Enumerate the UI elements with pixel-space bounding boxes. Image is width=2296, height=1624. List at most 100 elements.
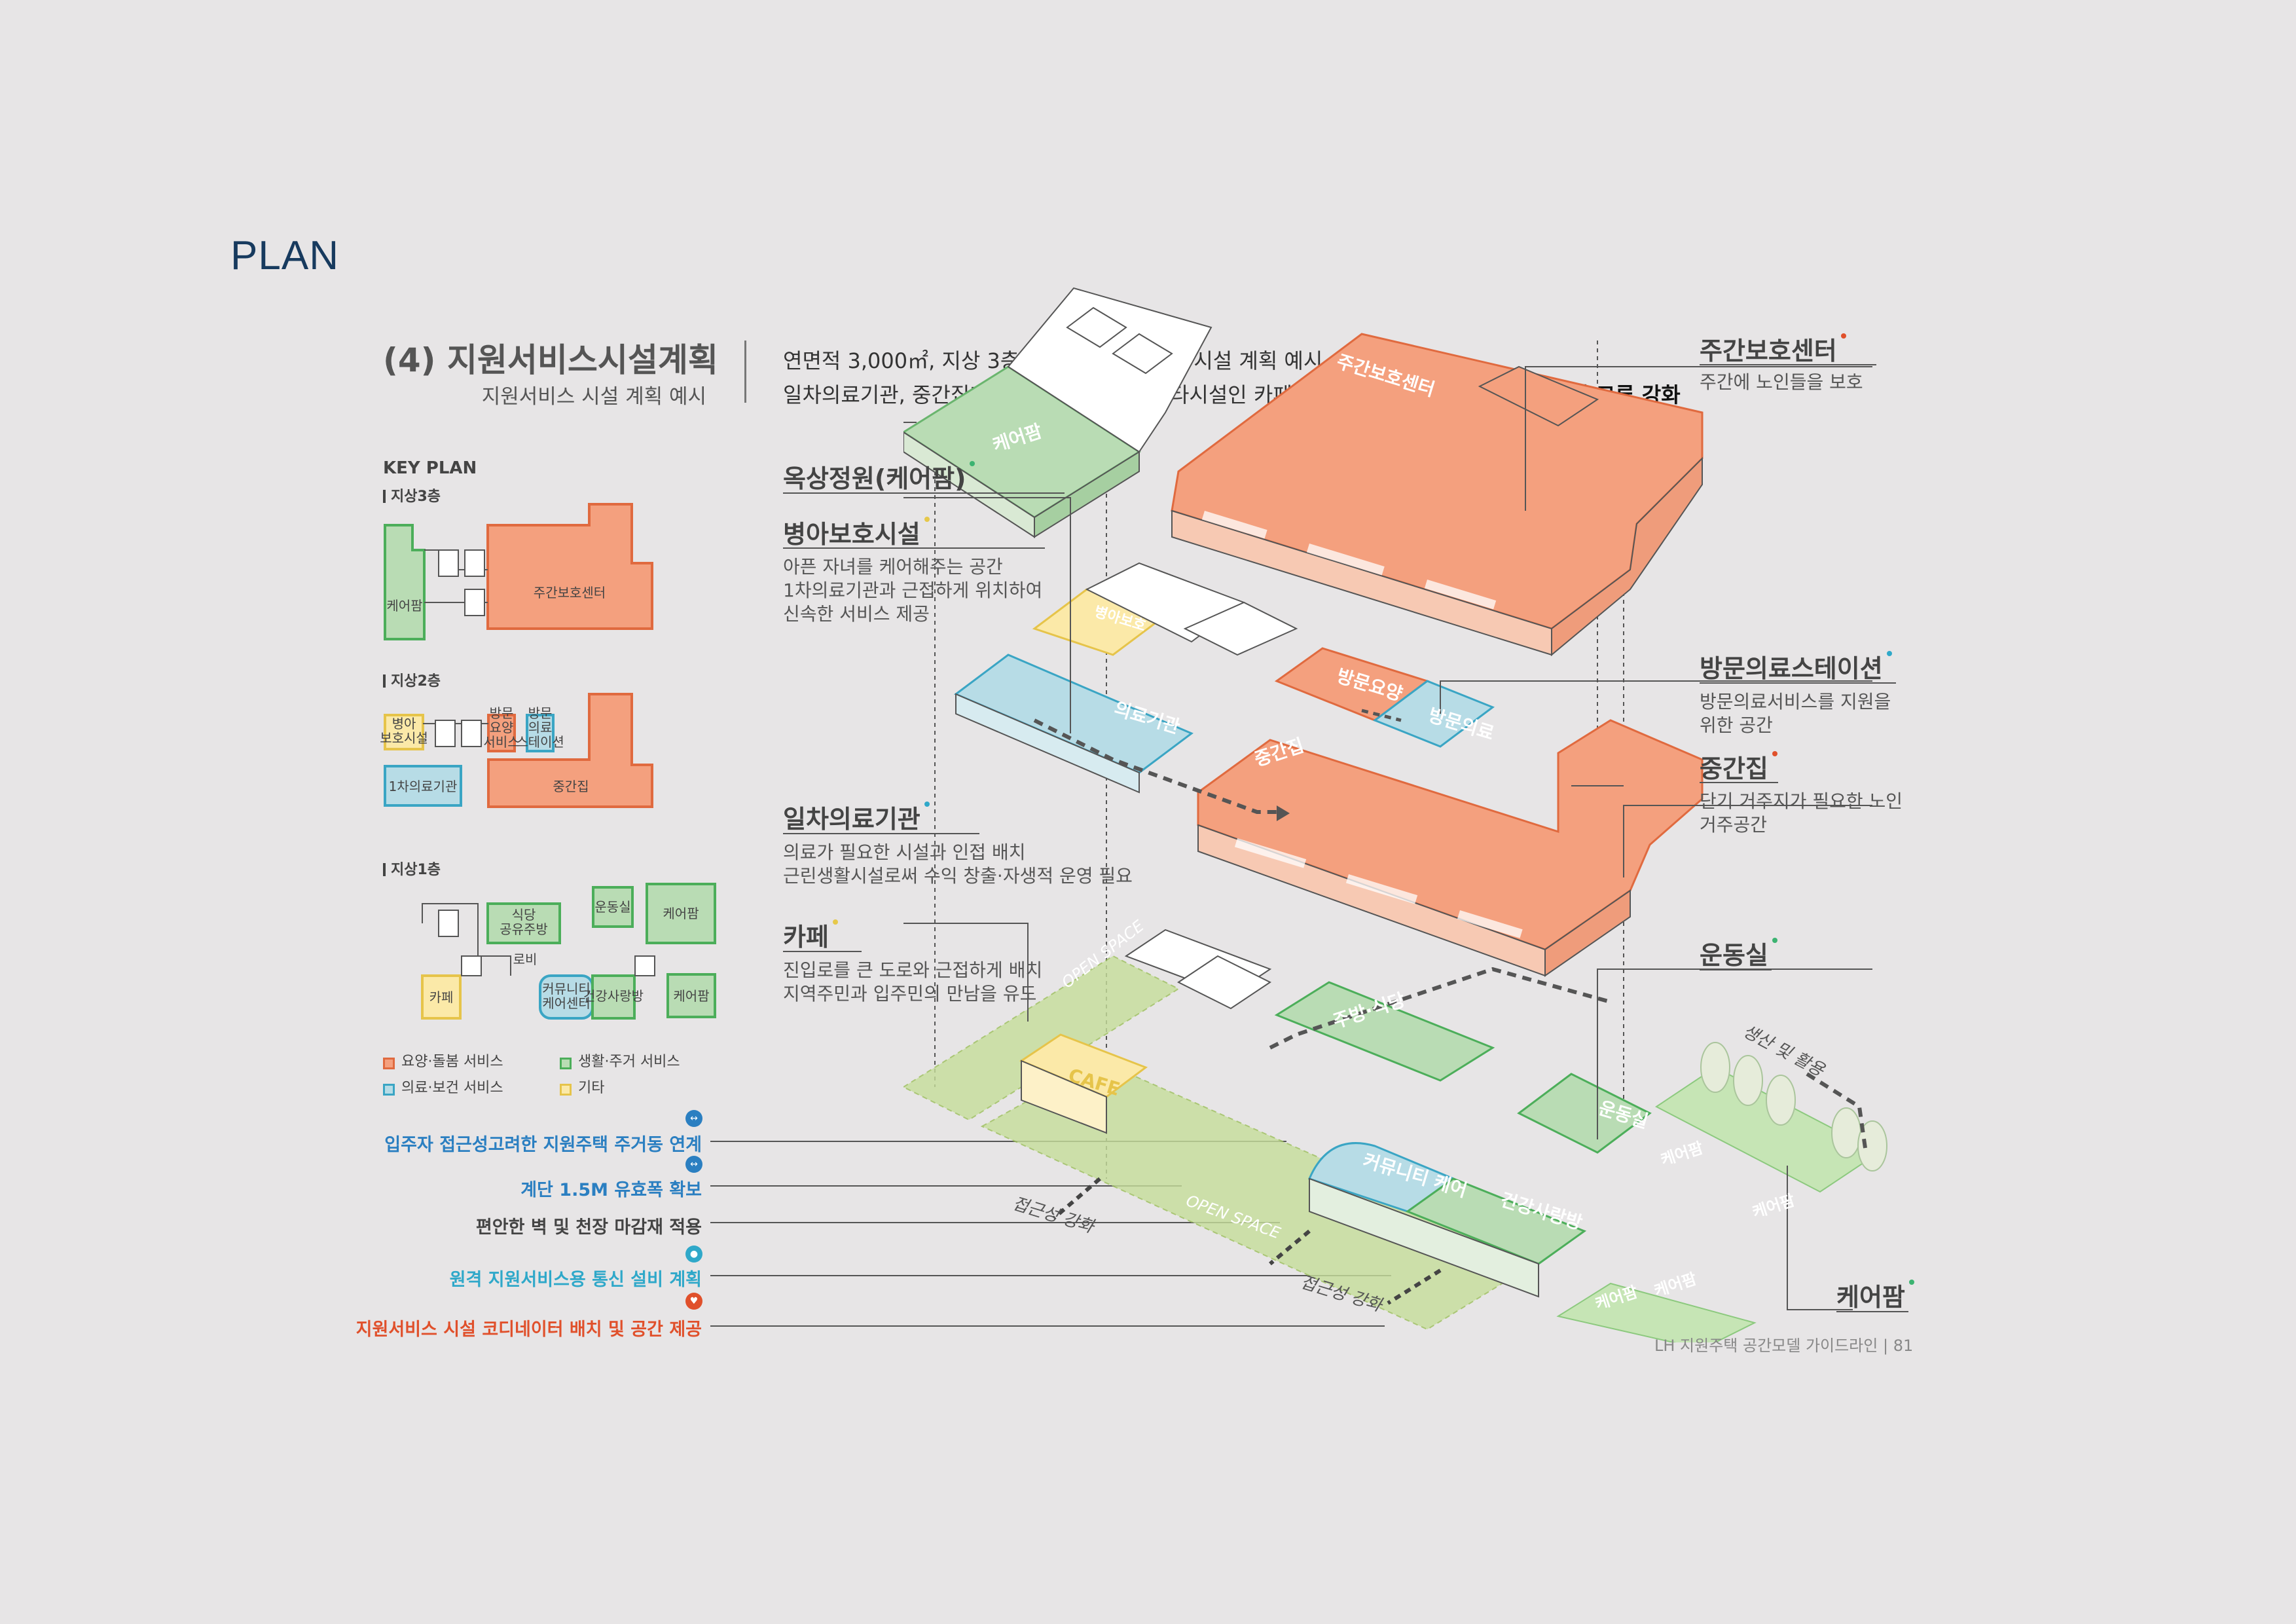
page-footer: LH 지원주택 공간모델 가이드라인 | 81 bbox=[1654, 1337, 1914, 1355]
legend-medical-swatch bbox=[383, 1084, 395, 1096]
kp-f2-vm-2: 의료 bbox=[528, 720, 553, 735]
feature-4-leader bbox=[710, 1275, 1391, 1276]
feature-1-leader bbox=[710, 1141, 1286, 1142]
iso-floor-3 bbox=[903, 287, 1704, 657]
label-carefarm-title: 케어팜 bbox=[1836, 1277, 1914, 1313]
iso1-health bbox=[1405, 1177, 1587, 1265]
label-carefarm-underline bbox=[1836, 1311, 1908, 1312]
label-halfway-desc: 단기 거주지가 필요한 노인 거주공간 bbox=[1700, 790, 1903, 837]
kp2-visit-care bbox=[487, 714, 516, 752]
label-halfway-underline bbox=[1700, 782, 1778, 783]
legend-medical: 의료·보건 서비스 bbox=[383, 1076, 503, 1097]
label-visit-med-title: 방문의료스테이션 bbox=[1700, 648, 1892, 684]
label-daycare-dot bbox=[1840, 333, 1846, 339]
kp-f2-sick-1: 병아 bbox=[392, 716, 416, 731]
kp-f1-carefarm-b: 케어팜 bbox=[673, 988, 709, 1004]
legend-medical-label: 의료·보건 서비스 bbox=[401, 1080, 503, 1096]
kp3-carefarm bbox=[384, 524, 426, 640]
kp2-clinic bbox=[384, 765, 462, 807]
kp-f1-dining-1: 식당 bbox=[512, 907, 536, 923]
keyplan-title: KEY PLAN bbox=[383, 458, 477, 478]
label-visit-med-dot bbox=[1886, 651, 1892, 656]
header-divider bbox=[744, 341, 746, 403]
kp2-visit-med bbox=[526, 714, 555, 752]
kp2-sick-child bbox=[384, 714, 424, 750]
leader-lines bbox=[903, 366, 1872, 1310]
keyplan-floor-1-label: 지상1층 bbox=[383, 858, 441, 879]
label-gym-dot bbox=[1772, 938, 1777, 943]
iso-f1-carefarm-a: 케어팜 bbox=[1658, 1139, 1705, 1170]
label-clinic-desc: 의료가 필요한 시설과 인접 배치 근린생활시설로써 수익 창출·자생적 운영 … bbox=[783, 841, 1133, 888]
label-daycare-text: 주간보호센터 bbox=[1700, 337, 1837, 365]
label-rooftop-dot bbox=[970, 461, 975, 466]
iso1-gym bbox=[1517, 1073, 1652, 1154]
legend-living: 생활·주거 서비스 bbox=[560, 1050, 680, 1071]
label-cafe-dot bbox=[832, 919, 838, 925]
kp-f3-daycare: 주간보호센터 bbox=[534, 585, 606, 600]
heart-icon: ♥ bbox=[685, 1293, 702, 1310]
label-cafe-text: 카페 bbox=[783, 923, 829, 951]
feature-5: 지원서비스 시설 코디네이터 배치 및 공간 제공 bbox=[355, 1320, 702, 1340]
kp-f1-community-1: 커뮤니티 bbox=[542, 981, 591, 997]
kp-f1-lobby: 로비 bbox=[513, 951, 538, 967]
kp-f2-halfway: 중간집 bbox=[553, 779, 589, 794]
label-halfway-line-2: 거주공간 bbox=[1700, 814, 1768, 836]
label-clinic-dot bbox=[924, 802, 930, 807]
feature-5-leader bbox=[710, 1325, 1385, 1327]
label-carefarm-text: 케어팜 bbox=[1836, 1283, 1905, 1312]
feature-3-leader bbox=[710, 1222, 1280, 1223]
kp-f1-carefarm-a: 케어팜 bbox=[663, 906, 699, 921]
kp1-cafe bbox=[421, 974, 462, 1020]
label-sick-child-title: 병아보호시설 bbox=[783, 514, 930, 550]
label-gym-underline bbox=[1700, 969, 1772, 970]
legend-etc: 기타 bbox=[560, 1076, 604, 1097]
label-halfway-line-1: 단기 거주지가 필요한 노인 bbox=[1700, 790, 1903, 812]
bulb-icon: ● bbox=[685, 1246, 702, 1263]
label-visit-med-line-1: 방문의료서비스를 지원을 bbox=[1700, 691, 1891, 712]
legend-care: 요양·돌봄 서비스 bbox=[383, 1050, 503, 1071]
section-title: PLAN bbox=[230, 233, 339, 278]
keyplan-drawing: 케어팜 주간보호센터 병아 보호시설 방문 요양 서비스 방문 의료 스테이션 … bbox=[380, 503, 716, 1020]
iso1-open-space-a bbox=[903, 955, 1180, 1121]
kp1-health bbox=[591, 974, 636, 1020]
label-clinic-underline bbox=[783, 833, 979, 834]
label-carefarm-dot bbox=[1908, 1280, 1914, 1285]
iso-access-1: 접근성 강화 bbox=[1010, 1194, 1097, 1238]
label-clinic-text: 일차의료기관 bbox=[783, 805, 920, 834]
label-halfway-dot bbox=[1772, 751, 1777, 756]
kp-f1-community-2: 케어센터 bbox=[542, 995, 591, 1011]
link-icon: ↔ bbox=[685, 1110, 702, 1127]
feature-2-leader bbox=[710, 1185, 1182, 1187]
keyplan-floor-2-label: 지상2층 bbox=[383, 669, 441, 690]
label-rooftop-text: 옥상정원(케어팜) bbox=[783, 464, 966, 493]
iso-f1-carefarm-b: 케어팜 bbox=[1750, 1191, 1797, 1222]
iso2-visit-med bbox=[1372, 680, 1495, 748]
label-cafe-underline bbox=[783, 951, 862, 952]
label-sick-child-line-1: 아픈 자녀를 케어해주는 공간 bbox=[783, 556, 1003, 578]
label-clinic-line-2: 근린생활시설로써 수익 창출·자생적 운영 필요 bbox=[783, 865, 1133, 887]
iso-floor-1 bbox=[903, 929, 1887, 1342]
kp2-halfway bbox=[487, 693, 653, 808]
label-clinic-title: 일차의료기관 bbox=[783, 799, 930, 835]
label-visit-med-text: 방문의료스테이션 bbox=[1700, 654, 1883, 683]
label-sick-child-desc: 아픈 자녀를 케어해주는 공간 1차의료기관과 근접하게 위치하여 신속한 서비… bbox=[783, 555, 1042, 626]
kp1-carefarm-b bbox=[666, 973, 716, 1018]
iso1-open-space-b bbox=[980, 1060, 1547, 1331]
kp-f2-vc-2: 요양 bbox=[490, 720, 514, 735]
kp3-daycare bbox=[486, 503, 653, 630]
kp-f2-vm-1: 방문 bbox=[528, 705, 553, 721]
label-visit-med-desc: 방문의료서비스를 지원을 위한 공간 bbox=[1700, 690, 1891, 737]
iso1-carefarm-plot bbox=[1556, 1282, 1757, 1342]
legend-care-swatch bbox=[383, 1058, 395, 1069]
feature-1: 입주자 접근성고려한 지원주택 주거동 연계 bbox=[384, 1135, 702, 1155]
label-sick-child-line-3: 신속한 서비스 제공 bbox=[783, 603, 930, 625]
kp-f2-clinic: 1차의료기관 bbox=[389, 779, 458, 794]
kp-f2-sick-2: 보호시설 bbox=[380, 730, 428, 746]
kp-f2-vc-1: 방문 bbox=[490, 705, 514, 721]
label-clinic-line-1: 의료가 필요한 시설과 인접 배치 bbox=[783, 841, 1026, 863]
kp-f1-cafe: 카페 bbox=[429, 989, 454, 1005]
label-rooftop-underline bbox=[783, 492, 1065, 494]
legend-living-label: 생활·주거 서비스 bbox=[578, 1054, 680, 1070]
kp1-dining bbox=[486, 902, 561, 944]
kp-f3-carefarm: 케어팜 bbox=[386, 598, 422, 614]
